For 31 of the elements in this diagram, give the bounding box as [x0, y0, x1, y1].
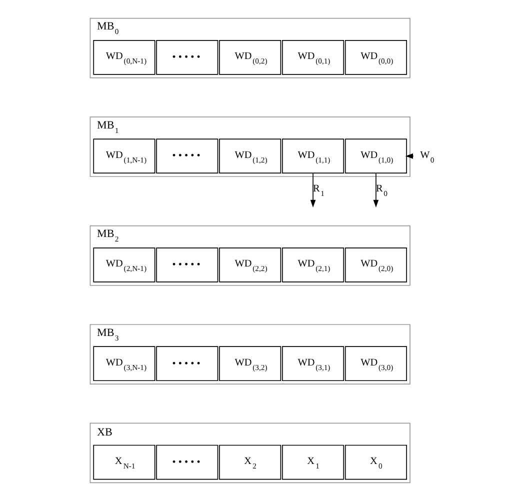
node-box: WD$_{(0,N-1)}$: [92, 40, 155, 75]
node-box: WD$_{(1,N-1)}$: [92, 138, 155, 174]
node-box: WD$_{(0,0)}$: [344, 40, 406, 75]
node-box: WD$_{(2,2)}$: [218, 248, 281, 282]
node-box: WD$_{(3,1)}$: [281, 346, 344, 382]
node-box: WD$_{(2,1)}$: [281, 248, 344, 282]
arrow: [310, 172, 316, 208]
node-box: WD$_{(1,0)}$: [344, 138, 406, 174]
node-box: • • • • •: [156, 248, 218, 282]
node-box: X$_{N-1}$: [92, 444, 155, 480]
edge-label: R$_{1}$: [312, 183, 324, 198]
node-box: • • • • •: [156, 138, 218, 174]
node-box: WD$_{(2,N-1)}$: [92, 248, 155, 282]
node-box: WD$_{(3,2)}$: [218, 346, 281, 382]
arrow: [372, 172, 378, 208]
node-box: WD$_{(2,0)}$: [344, 248, 406, 282]
node-box: X$_{0}$: [344, 444, 406, 480]
node-box: • • • • •: [156, 40, 218, 75]
node-box: WD$_{(1,2)}$: [218, 138, 281, 174]
node-box: WD$_{(3,0)}$: [344, 346, 406, 382]
node-box: • • • • •: [156, 346, 218, 382]
arrow: [404, 153, 414, 159]
node-box: WD$_{(3,N-1)}$: [92, 346, 155, 382]
node-box: WD$_{(0,1)}$: [281, 40, 344, 75]
node-box: WD$_{(0,2)}$: [218, 40, 281, 75]
node-box: WD$_{(1,1)}$: [281, 138, 344, 174]
edge-label: R$_{0}$: [375, 183, 387, 198]
node-text: W$_{0}$: [420, 150, 434, 164]
node-box: X$_{2}$: [218, 444, 281, 480]
node-box: • • • • •: [156, 444, 218, 480]
node-box: X$_{1}$: [281, 444, 344, 480]
